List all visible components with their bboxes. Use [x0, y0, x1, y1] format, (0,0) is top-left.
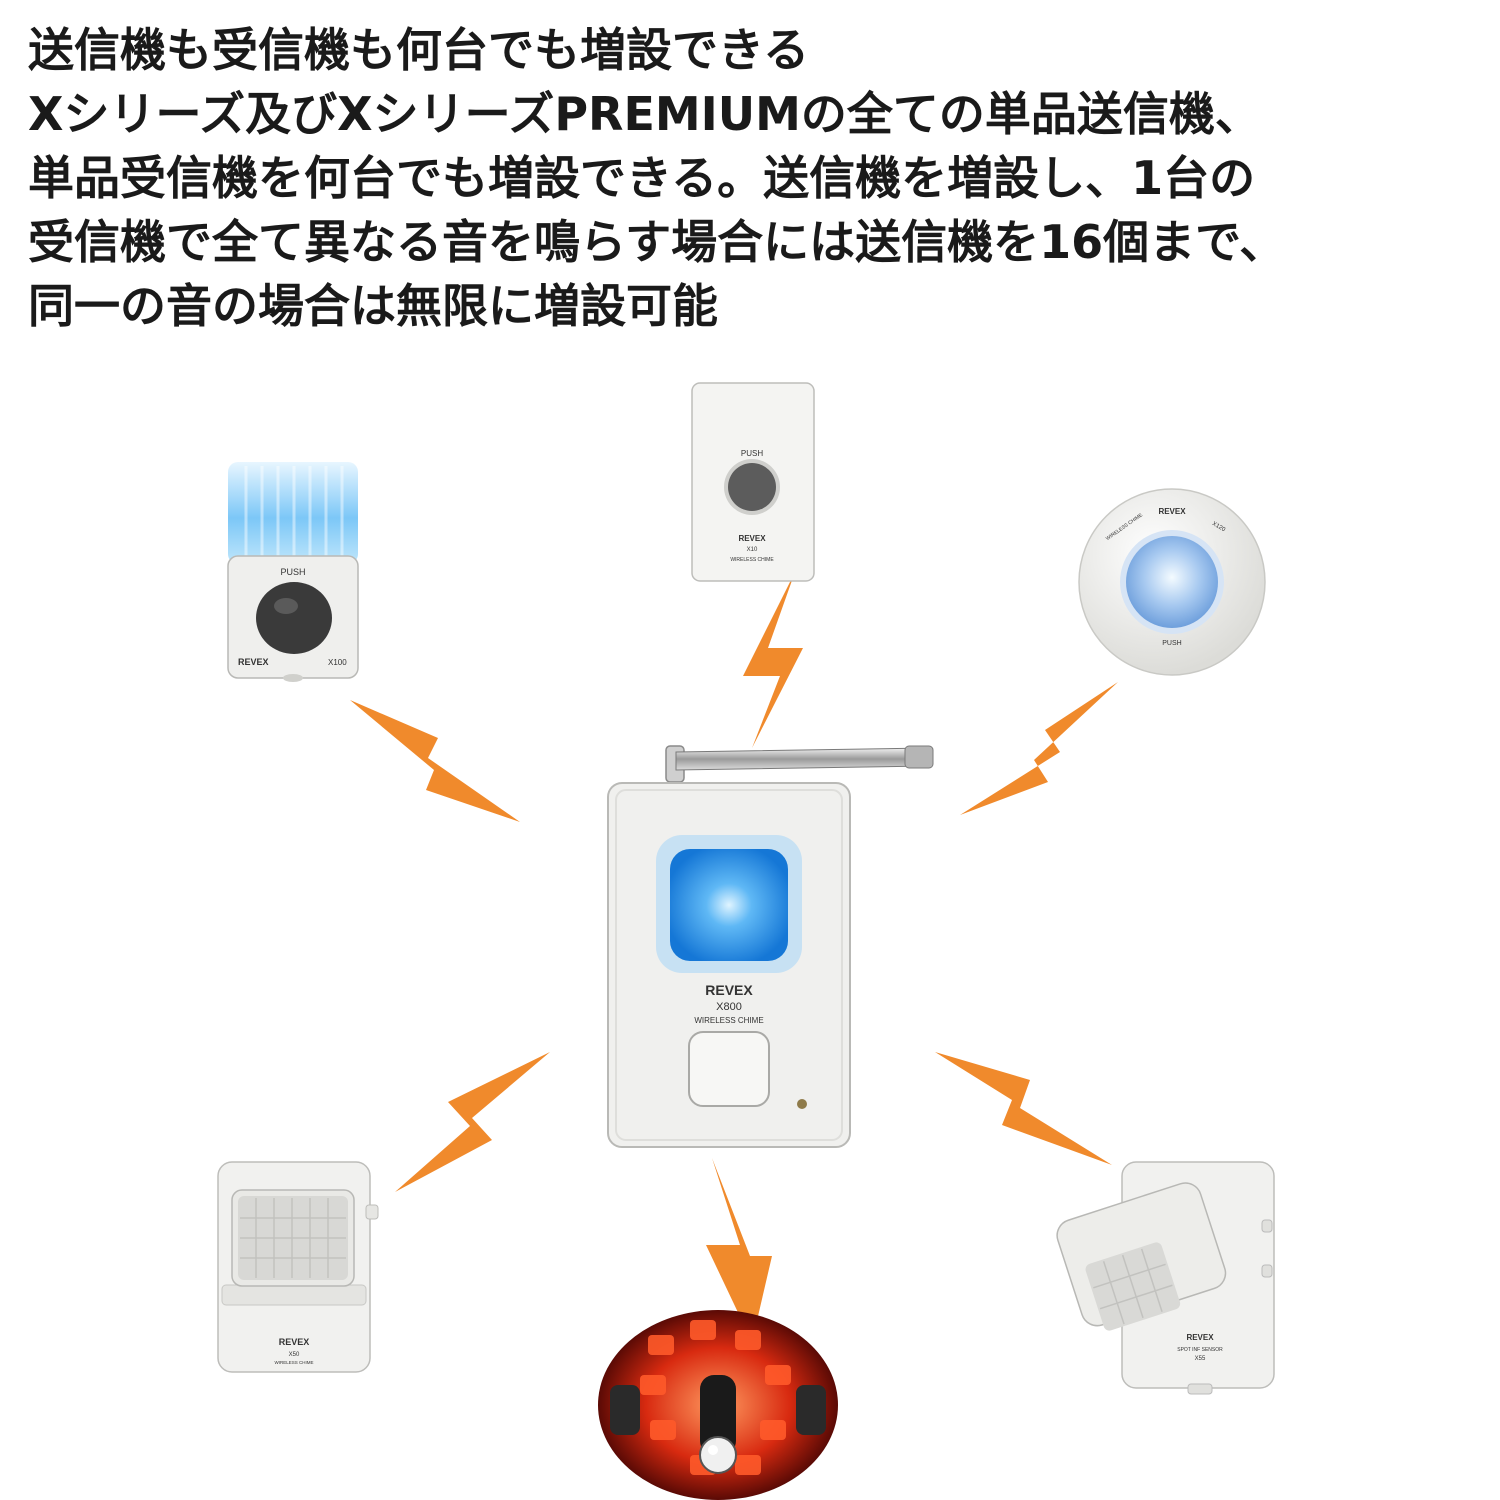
receiver-button — [688, 1031, 770, 1107]
sensor-x55: REVEX SPOT INF SENSOR X55 — [1056, 1161, 1275, 1395]
led-light — [670, 849, 788, 961]
sensor-light-red — [598, 1310, 838, 1500]
lightning-bolt-top-left — [350, 700, 520, 822]
sensor-x50: REVEX X50 WIRELESS CHIME — [217, 1161, 379, 1373]
x50-brand: REVEX — [279, 1337, 310, 1347]
receiver-brand: REVEX — [705, 982, 753, 998]
headline-line-3: 単品受信機を何台でも増設できる。送信機を増設し、1台の — [28, 151, 1256, 205]
x100-push-button — [256, 582, 332, 654]
x50-caption: WIRELESS CHIME — [274, 1360, 313, 1365]
x10-model: X10 — [747, 547, 758, 553]
transmitter-x100: PUSH REVEX X100 — [227, 462, 359, 682]
x10-push-label: PUSH — [741, 449, 763, 458]
lightning-bolt-top-right — [960, 682, 1118, 815]
lightning-bolt-bottom — [706, 1158, 772, 1342]
x120-push-label: PUSH — [1162, 640, 1181, 647]
x55-brand: REVEX — [1186, 1333, 1214, 1342]
motion-sensor-dome — [699, 1436, 737, 1474]
headline: 送信機も受信機も何台でも増設できる Xシリーズ及びXシリーズPREMIUMの全て… — [28, 18, 1478, 338]
headline-line-4: 受信機で全て異なる音を鳴らす場合には送信機を16個まで、 — [28, 215, 1286, 269]
transmitter-x10: PUSH REVEX X10 WIRELESS CHIME — [691, 382, 815, 582]
x120-push-button — [1126, 536, 1218, 628]
antenna — [665, 745, 934, 783]
x50-model: X50 — [289, 1352, 300, 1358]
x10-push-button — [728, 463, 776, 511]
receiver-caption: WIRELESS CHIME — [694, 1016, 763, 1025]
x55-caption: SPOT INF SENSOR — [1177, 1347, 1223, 1353]
indicator-dot — [797, 1099, 807, 1109]
receiver-x800: REVEX X800 WIRELESS CHIME — [607, 745, 934, 1148]
x10-brand: REVEX — [738, 534, 766, 543]
lightning-bolt-bottom-right — [935, 1052, 1112, 1165]
lightning-bolt-top — [743, 572, 803, 748]
x100-push-label: PUSH — [280, 567, 305, 577]
x100-brand: REVEX — [238, 657, 269, 667]
x100-model: X100 — [328, 658, 347, 667]
transmitter-x120: REVEX WIRELESS CHIME X120 PUSH — [1078, 488, 1266, 676]
headline-line-5: 同一の音の場合は無限に増設可能 — [28, 279, 718, 333]
lightning-bolt-bottom-left — [395, 1052, 550, 1192]
headline-line-2: Xシリーズ及びXシリーズPREMIUMの全ての単品送信機、 — [28, 87, 1261, 141]
x10-caption: WIRELESS CHIME — [730, 557, 774, 563]
headline-line-1: 送信機も受信機も何台でも増設できる — [28, 23, 810, 77]
receiver-model: X800 — [716, 1001, 742, 1013]
x55-model: X55 — [1195, 1356, 1206, 1362]
x120-brand: REVEX — [1158, 507, 1186, 516]
